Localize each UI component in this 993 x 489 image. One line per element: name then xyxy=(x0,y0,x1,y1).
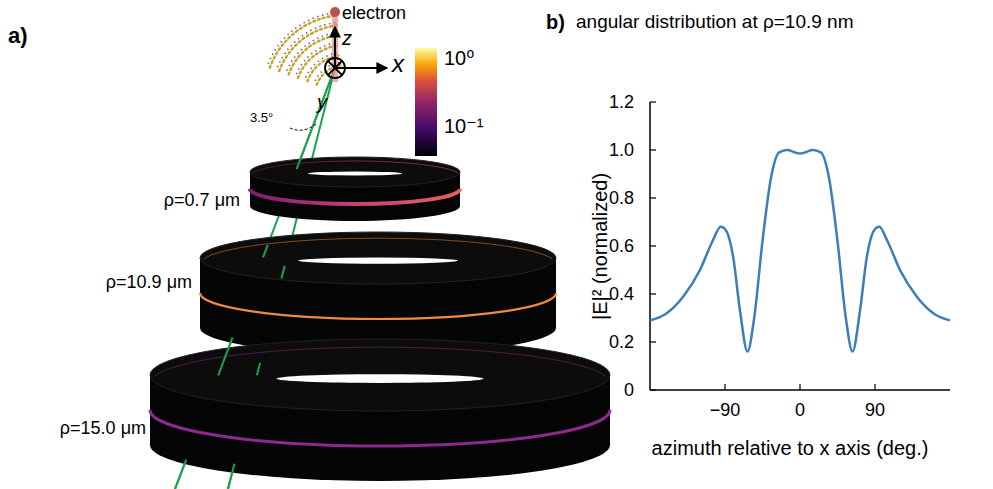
tick-label: 0.6 xyxy=(609,236,634,257)
ray-line xyxy=(282,266,285,279)
nanotube-layers xyxy=(267,13,341,85)
panel-title: angular distribution at ρ=10.9 nm xyxy=(576,11,854,33)
axis-label: z xyxy=(342,27,352,50)
tick-label: 90 xyxy=(865,400,885,421)
radius-label: ρ=0.7 μm xyxy=(164,190,240,211)
axis-label: y xyxy=(317,91,327,114)
ring xyxy=(150,339,610,481)
ray-line xyxy=(175,460,186,489)
axis-label: x xyxy=(392,50,404,78)
axis-title: azimuth relative to x axis (deg.) xyxy=(652,437,929,460)
particle-label: electron xyxy=(342,3,406,24)
ray-line xyxy=(218,337,232,375)
panel-letter: b) xyxy=(546,11,565,34)
ray-line xyxy=(297,68,335,169)
ring xyxy=(200,232,556,354)
radius-label: ρ=10.9 μm xyxy=(106,272,192,293)
ray-line xyxy=(257,363,260,376)
tick-label: 1.0 xyxy=(609,140,634,161)
colorbar-tick: 10⁻¹ xyxy=(444,115,483,138)
tick-label: 0.2 xyxy=(609,332,634,353)
tick-label: 0 xyxy=(795,400,805,421)
tick-label: 0.8 xyxy=(609,188,634,209)
ray-line xyxy=(228,464,234,489)
angle-label: 3.5° xyxy=(250,111,273,126)
radius-label: ρ=15.0 μm xyxy=(60,418,146,439)
panel-letter: a) xyxy=(8,23,28,48)
ring xyxy=(250,157,460,221)
ray-line xyxy=(263,245,268,258)
coordinate-axes xyxy=(290,7,386,130)
colorbar-tick: 10⁰ xyxy=(444,47,474,70)
field-rings xyxy=(150,68,610,489)
intensity-curve xyxy=(650,150,950,352)
tick-label: 0 xyxy=(624,380,634,401)
line-plot xyxy=(650,102,950,390)
tick-label: 0.4 xyxy=(609,284,634,305)
tick-label: −90 xyxy=(710,400,741,421)
tick-label: 1.2 xyxy=(609,92,634,113)
colorbar xyxy=(415,48,437,156)
